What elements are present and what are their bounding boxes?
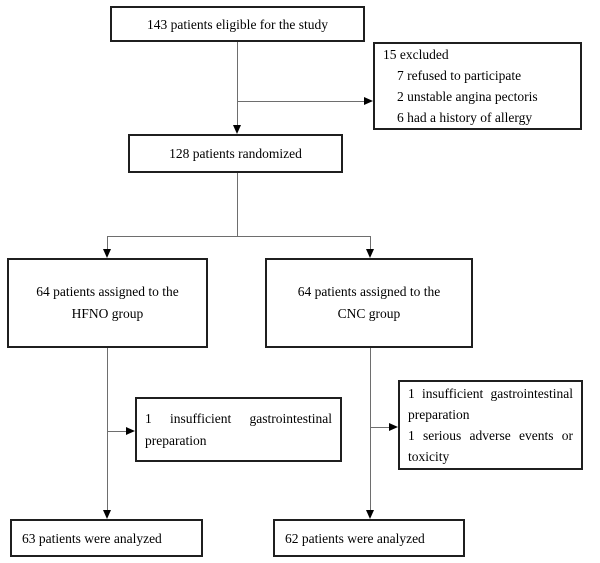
eligible-label: 143 patients eligible for the study (146, 16, 329, 32)
arrow-down-icon (233, 125, 241, 134)
hfno-analyzed-box: 63 patients were analyzed (10, 519, 203, 557)
arrow-down-icon (366, 249, 374, 258)
cnc-dropout-box: 1 insufficient gastrointestinal preparat… (398, 380, 583, 470)
cnc-analyzed-box: 62 patients were analyzed (273, 519, 465, 557)
hfno-analyzed-label: 63 patients were analyzed (22, 530, 162, 546)
connector-randomized-to-branch (237, 173, 238, 236)
randomized-label: 128 patients randomized (169, 146, 302, 161)
hfno-dropout-box: 1 insufficient gastrointestinal preparat… (135, 397, 342, 462)
arrow-down-icon (103, 249, 111, 258)
excluded-item: 6 had a history of allergy (397, 110, 533, 125)
connector-branch-to-hfno (107, 236, 108, 251)
hfno-group-line1: 64 patients assigned to the (36, 284, 179, 299)
cnc-group-box: 64 patients assigned to the CNC group (265, 258, 473, 348)
connector-eligible-to-randomized (237, 42, 238, 126)
cnc-analyzed-label: 62 patients were analyzed (285, 530, 425, 546)
excluded-box: 15 excluded 7 refused to participate 2 u… (373, 42, 582, 130)
connector-to-hfno-dropout (107, 431, 127, 432)
connector-to-cnc-dropout (370, 427, 390, 428)
hfno-dropout-item: 1 insufficient gastrointestinal preparat… (145, 410, 332, 448)
connector-cnc-to-analyzed (370, 348, 371, 511)
arrow-right-icon (126, 426, 135, 435)
connector-branch-to-cnc (370, 236, 371, 251)
eligible-box: 143 patients eligible for the study (110, 6, 365, 42)
hfno-group-box: 64 patients assigned to the HFNO group (7, 258, 208, 348)
cnc-group-line2: CNC group (337, 306, 401, 321)
arrow-right-icon (389, 422, 398, 431)
connector-hfno-to-analyzed (107, 348, 108, 511)
arrow-down-icon (103, 510, 111, 519)
randomized-box: 128 patients randomized (128, 134, 343, 173)
connector-to-excluded (237, 101, 365, 102)
cnc-dropout-item: 1 insufficient gastrointestinal preparat… (408, 386, 573, 422)
connector-branch-horizontal (107, 236, 371, 237)
excluded-header: 15 excluded (383, 47, 449, 62)
cnc-group-line1: 64 patients assigned to the (297, 284, 441, 299)
hfno-group-line2: HFNO group (71, 306, 144, 321)
excluded-item: 7 refused to participate (397, 68, 522, 83)
arrow-right-icon (364, 96, 373, 105)
arrow-down-icon (366, 510, 374, 519)
cnc-dropout-item: 1 serious adverse events or toxicity (408, 428, 573, 464)
excluded-item: 2 unstable angina pectoris (397, 89, 538, 104)
